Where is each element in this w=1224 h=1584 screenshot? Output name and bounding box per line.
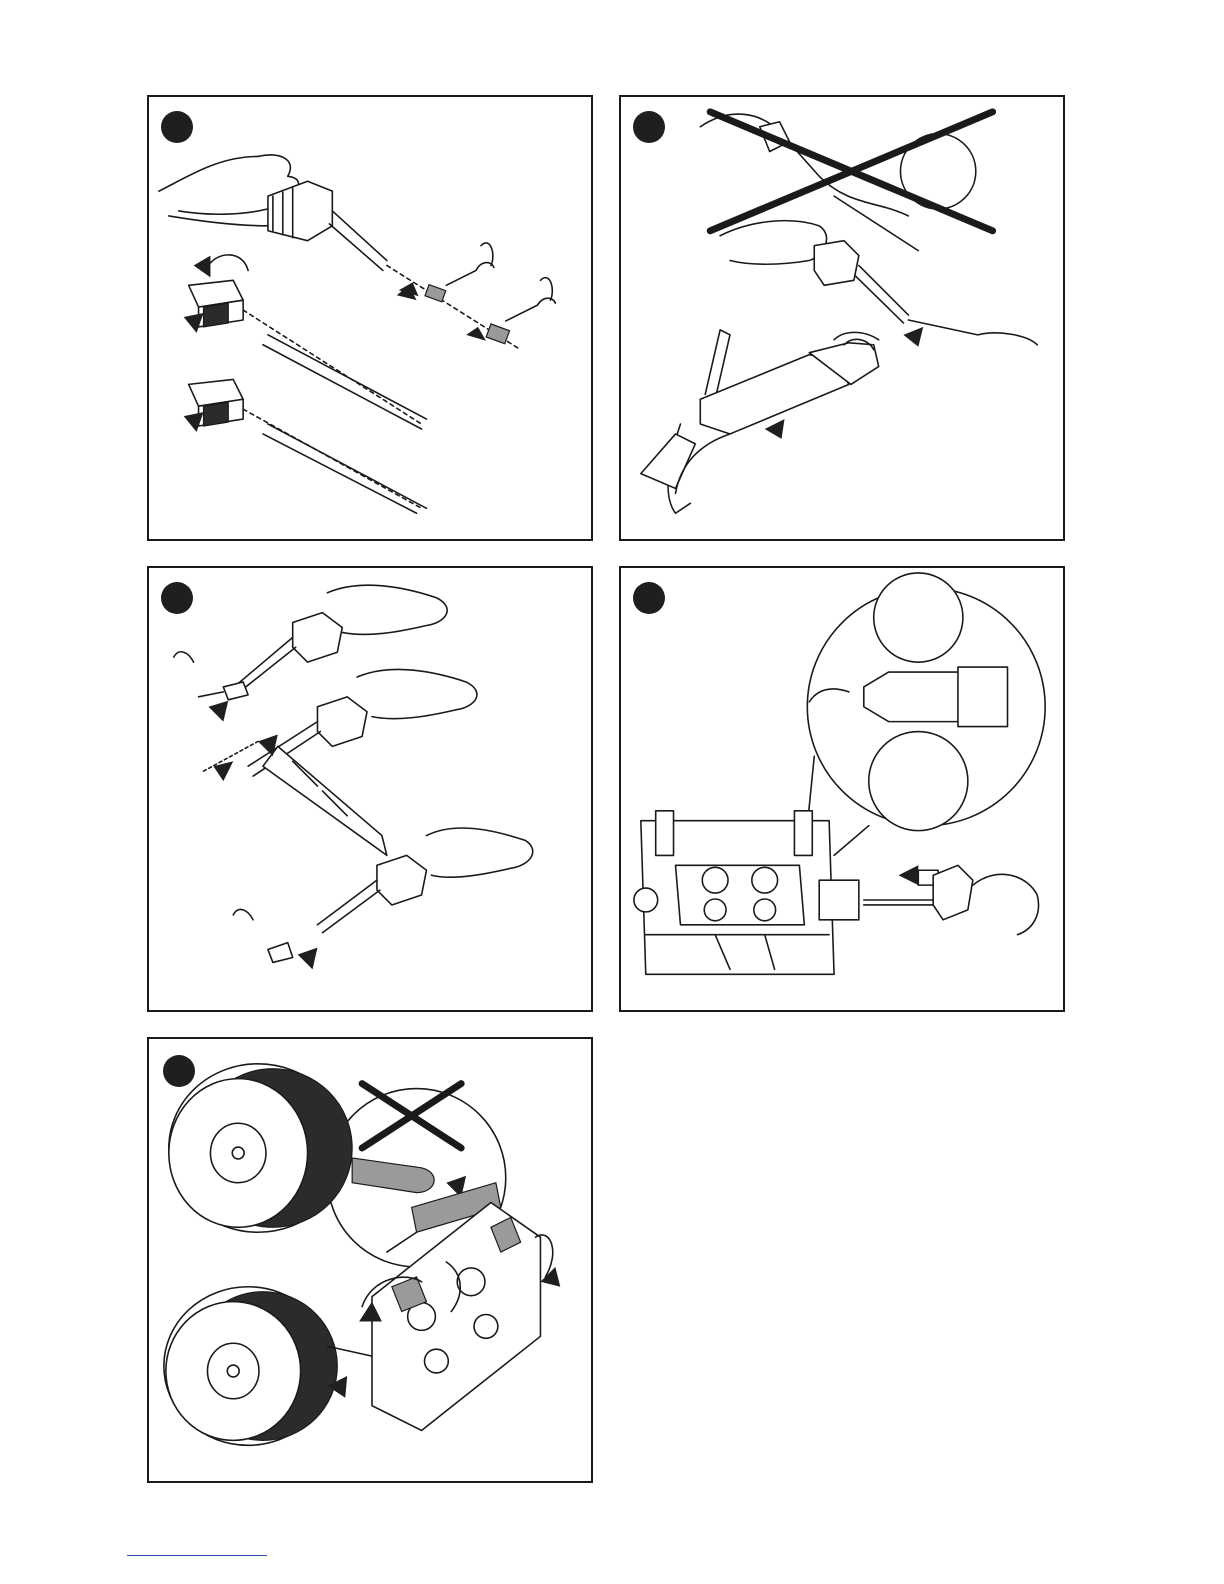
panel-5 xyxy=(147,1037,593,1483)
panel-1 xyxy=(147,95,593,541)
panel-2 xyxy=(619,95,1065,541)
panel-4 xyxy=(619,566,1065,1012)
illustration-wire-spool-loading xyxy=(149,1039,591,1481)
footer-rule xyxy=(127,1555,267,1556)
panel-3 xyxy=(147,566,593,1012)
illustration-liner-cutting xyxy=(149,568,591,1010)
illustration-wire-feeder-connection xyxy=(621,568,1063,1010)
illustration-liner-insertion xyxy=(621,97,1063,539)
illustration-liner-replacement xyxy=(149,97,591,539)
